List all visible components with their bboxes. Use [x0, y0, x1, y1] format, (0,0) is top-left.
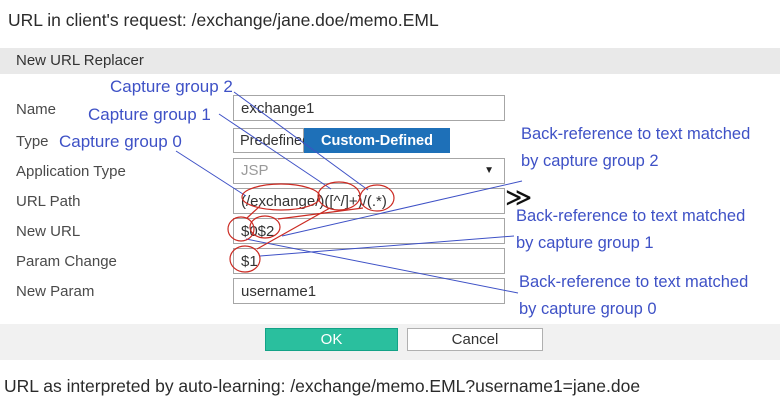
cancel-button[interactable]: Cancel [407, 328, 543, 351]
type-label: Type [16, 133, 49, 150]
annotation-backref-group-1-line1: Back-reference to text matched [516, 207, 746, 225]
annotation-backref-group-2: Back-reference to text matched by captur… [521, 121, 750, 175]
annotation-backref-group-0-line1: Back-reference to text matched [519, 273, 749, 291]
annotation-capture-group-0: Capture group 0 [59, 132, 182, 151]
annotation-backref-group-2-line1: Back-reference to text matched [521, 125, 751, 143]
type-custom-defined-button[interactable]: Custom-Defined [304, 128, 450, 153]
auto-learning-url-text: URL as interpreted by auto-learning: /ex… [4, 376, 641, 396]
annotation-backref-group-0-line2: by capture group 0 [519, 300, 657, 318]
application-type-value: JSP [241, 162, 269, 179]
annotation-capture-group-1: Capture group 1 [88, 105, 211, 124]
name-label: Name [16, 101, 57, 118]
annotation-backref-group-1: Back-reference to text matched by captur… [516, 203, 745, 257]
new-param-input[interactable] [233, 278, 505, 304]
annotation-backref-group-1-line2: by capture group 1 [516, 234, 654, 252]
new-url-label: New URL [16, 223, 81, 240]
name-input[interactable] [233, 95, 505, 121]
new-url-input[interactable] [233, 218, 505, 244]
dialog-title: New URL Replacer [0, 48, 780, 74]
application-type-label: Application Type [16, 163, 126, 180]
param-change-label: Param Change [16, 253, 117, 270]
type-predefined-button[interactable]: Predefined [233, 128, 310, 153]
annotation-backref-group-2-line2: by capture group 2 [521, 152, 659, 170]
application-type-select[interactable]: JSP ▼ [233, 158, 505, 184]
annotation-capture-group-2: Capture group 2 [110, 77, 233, 96]
url-path-input[interactable] [233, 188, 505, 214]
new-param-label: New Param [16, 283, 95, 300]
annotation-backref-group-0: Back-reference to text matched by captur… [519, 269, 748, 323]
client-request-url-text: URL in client's request: /exchange/jane.… [8, 10, 439, 30]
param-change-input[interactable] [233, 248, 505, 274]
ok-button[interactable]: OK [265, 328, 398, 351]
url-path-label: URL Path [16, 193, 81, 210]
dropdown-arrow-icon: ▼ [484, 165, 494, 176]
